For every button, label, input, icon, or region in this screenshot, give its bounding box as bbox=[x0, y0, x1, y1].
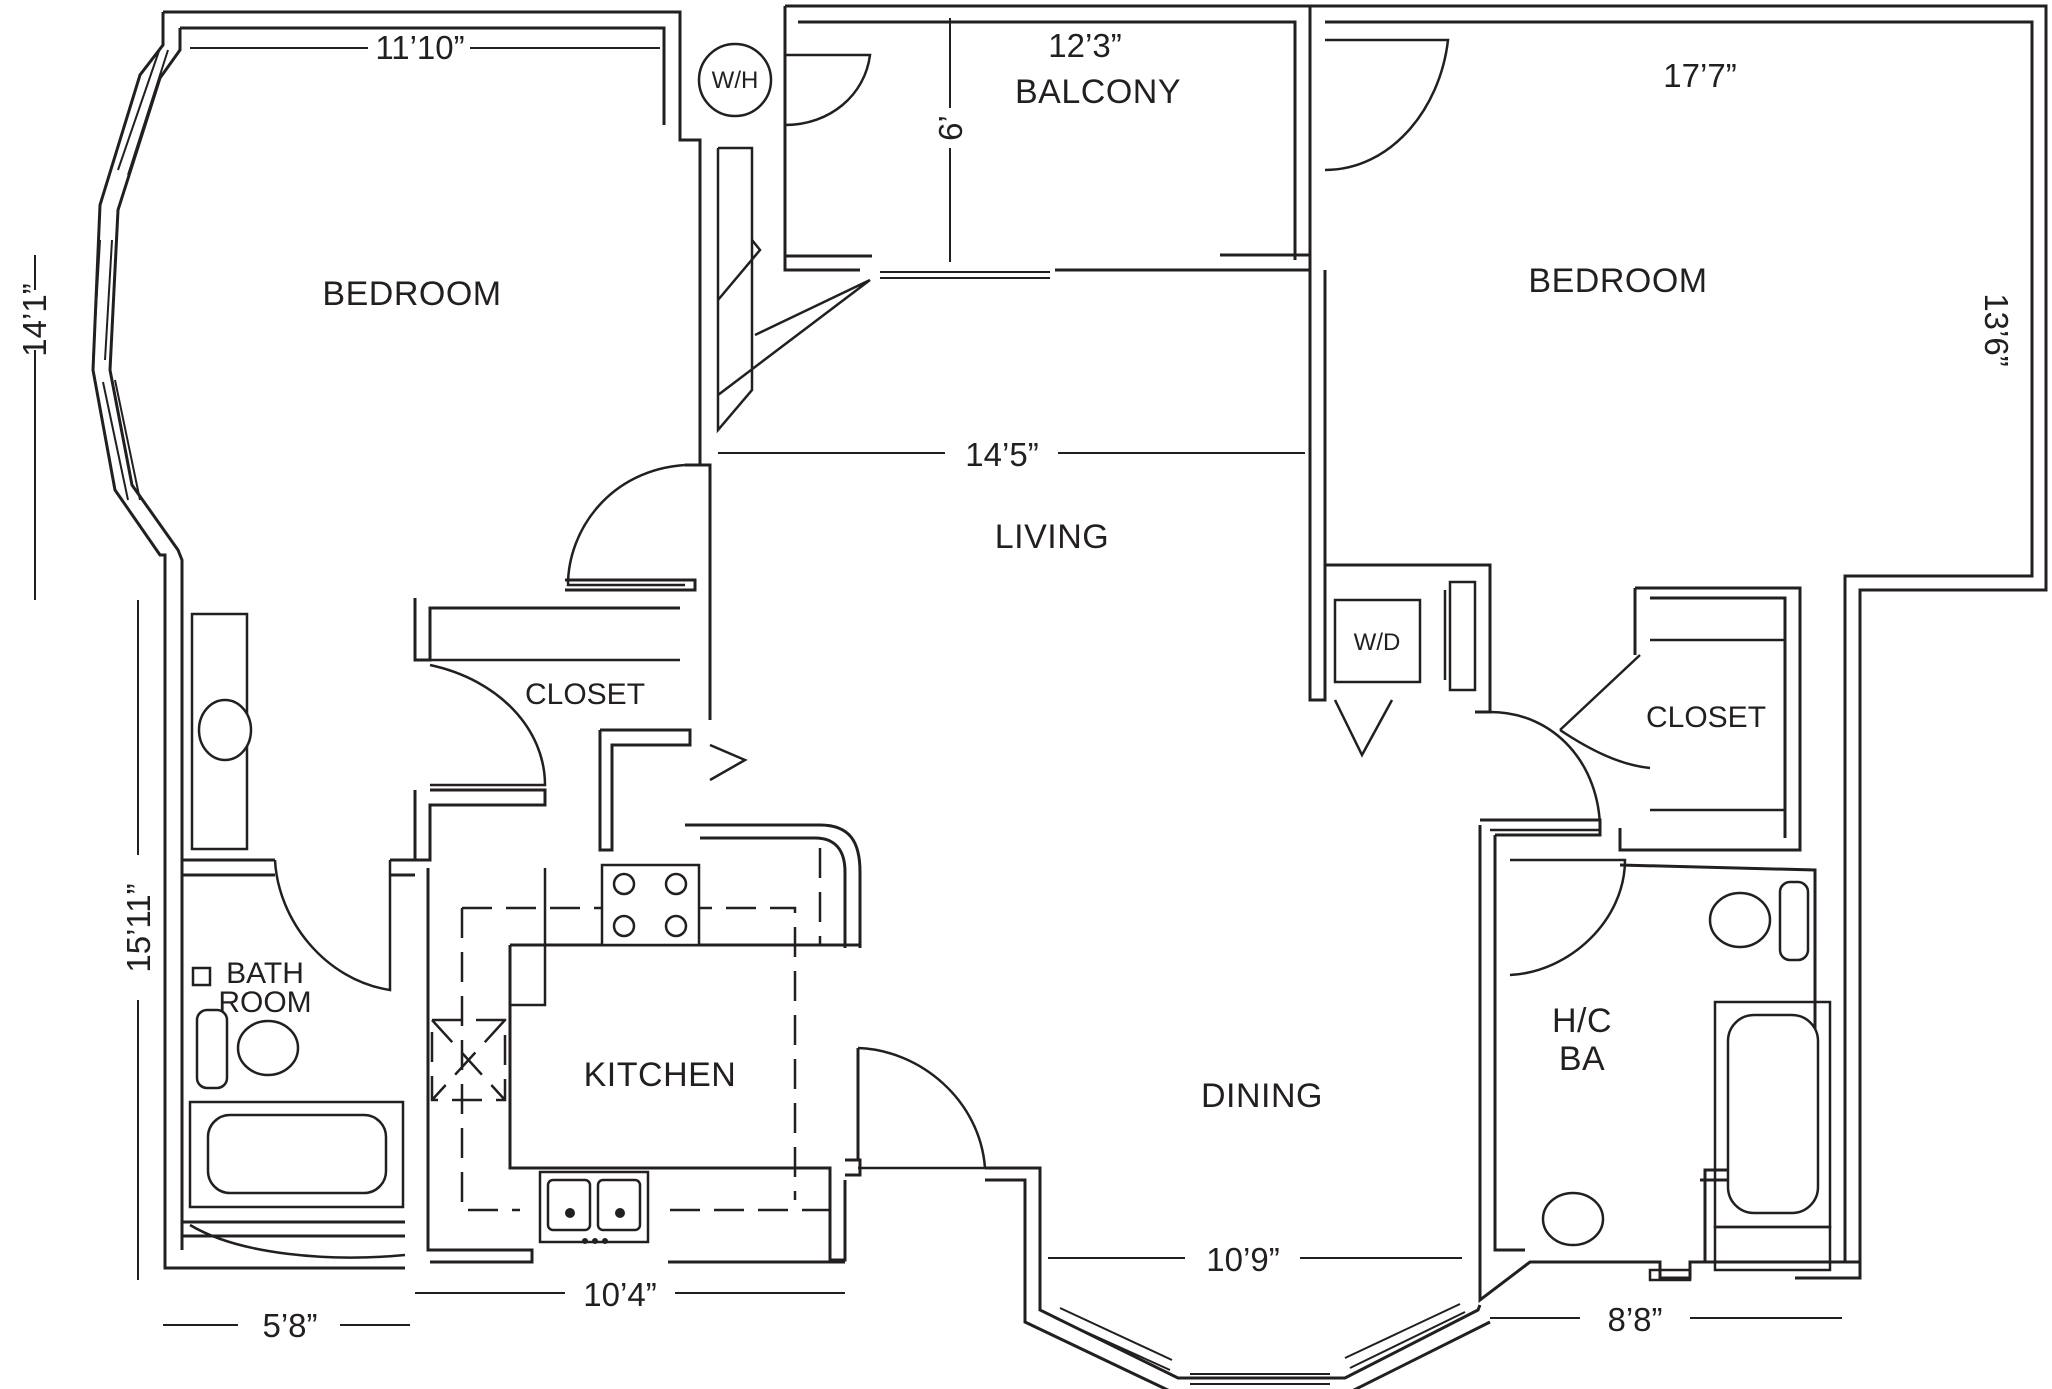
room-label-closet-left: CLOSET bbox=[525, 678, 645, 711]
pantry-icon bbox=[430, 1018, 507, 1102]
dimension-labels: 11’10” 14’1” 12’3” 6’ 17’7” 13’6” 14’5” … bbox=[16, 27, 2015, 1344]
room-label-bedroom-left: BEDROOM bbox=[322, 275, 501, 313]
door-wd bbox=[1333, 699, 1394, 758]
room-label-bath-line1: BATH bbox=[226, 957, 304, 990]
door-left-bedroom bbox=[566, 463, 686, 587]
door-linen bbox=[709, 743, 748, 782]
toilet-tank-right-icon bbox=[1778, 880, 1810, 962]
washer-dryer-icon bbox=[1333, 598, 1422, 684]
water-heater-label: W/H bbox=[712, 67, 759, 94]
dim-bath-width: 5’8” bbox=[262, 1307, 317, 1344]
door-entry bbox=[857, 1046, 987, 1170]
room-label-bedroom-right: BEDROOM bbox=[1528, 262, 1707, 300]
dim-left-bedroom-depth: 14’1” bbox=[16, 283, 53, 356]
dim-left-wing-depth: 15’11” bbox=[120, 883, 157, 972]
walls bbox=[91, 4, 2048, 1389]
dim-hc-bath-width: 8’8” bbox=[1607, 1301, 1662, 1338]
dim-dining-width: 10’9” bbox=[1206, 1241, 1279, 1278]
dim-living-width: 14’5” bbox=[965, 436, 1038, 473]
door-closet-right bbox=[1559, 654, 1651, 770]
toilet-bowl-left-icon bbox=[236, 1019, 300, 1077]
room-label-hc-line2: BA bbox=[1559, 1040, 1605, 1078]
room-label-living: LIVING bbox=[995, 518, 1109, 556]
room-labels: BEDROOM BEDROOM BALCONY LIVING KITCHEN D… bbox=[218, 73, 1766, 1115]
sink-right-icon bbox=[1541, 1191, 1605, 1247]
dim-left-bedroom-width: 11’10” bbox=[375, 29, 464, 66]
door-bath-left bbox=[273, 859, 392, 992]
room-label-dining: DINING bbox=[1201, 1077, 1323, 1115]
toilet-tank-left-icon bbox=[195, 1008, 229, 1090]
dimension-lines bbox=[34, 18, 1842, 1326]
toilet-bowl-right-icon bbox=[1708, 891, 1772, 949]
bathtub-left-icon bbox=[206, 1113, 388, 1195]
door-right-bedroom bbox=[1489, 710, 1602, 832]
door-closet-left bbox=[429, 663, 547, 787]
dim-kitchen-width: 10’4” bbox=[583, 1276, 656, 1313]
dim-right-bedroom-depth: 13’6” bbox=[1978, 293, 2015, 366]
fixtures: W/H W/D bbox=[188, 42, 1832, 1282]
doors bbox=[273, 38, 1651, 1170]
door-wh-closet bbox=[784, 53, 872, 127]
washer-dryer-label: W/D bbox=[1354, 629, 1401, 656]
sink-left-icon bbox=[197, 698, 253, 762]
dim-balcony-width: 12’3” bbox=[1048, 27, 1121, 64]
room-label-hc-line1: H/C bbox=[1552, 1002, 1612, 1040]
room-label-bath-line2: ROOM bbox=[218, 986, 311, 1019]
room-label-closet-right: CLOSET bbox=[1646, 701, 1766, 734]
door-hc-bath bbox=[1509, 858, 1627, 977]
room-label-kitchen: KITCHEN bbox=[584, 1056, 737, 1094]
door-balcony-right bbox=[1324, 38, 1450, 172]
bathtub-right-icon bbox=[1726, 1013, 1820, 1215]
dim-balcony-depth: 6’ bbox=[932, 115, 969, 141]
dim-right-bedroom-width: 17’7” bbox=[1663, 57, 1736, 94]
room-label-balcony: BALCONY bbox=[1015, 73, 1181, 111]
water-heater-icon bbox=[697, 42, 773, 118]
